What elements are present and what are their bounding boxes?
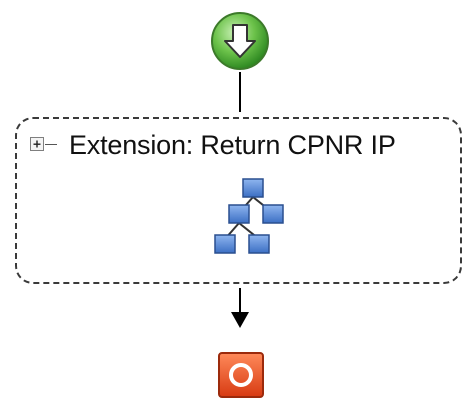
stop-end-icon[interactable]: [218, 352, 264, 398]
connector-line-bottom: [239, 288, 241, 316]
expand-plus-icon[interactable]: [30, 137, 44, 151]
extension-activity-box[interactable]: Extension: Return CPNR IP: [15, 117, 462, 284]
activity-title: Extension: Return CPNR IP: [69, 130, 396, 160]
subworkflow-tree-icon: [203, 177, 291, 265]
connector-line-top: [239, 72, 241, 112]
start-node-icon[interactable]: [208, 9, 272, 73]
arrow-down-icon: [231, 312, 249, 328]
expander-connector-line: [45, 144, 57, 145]
